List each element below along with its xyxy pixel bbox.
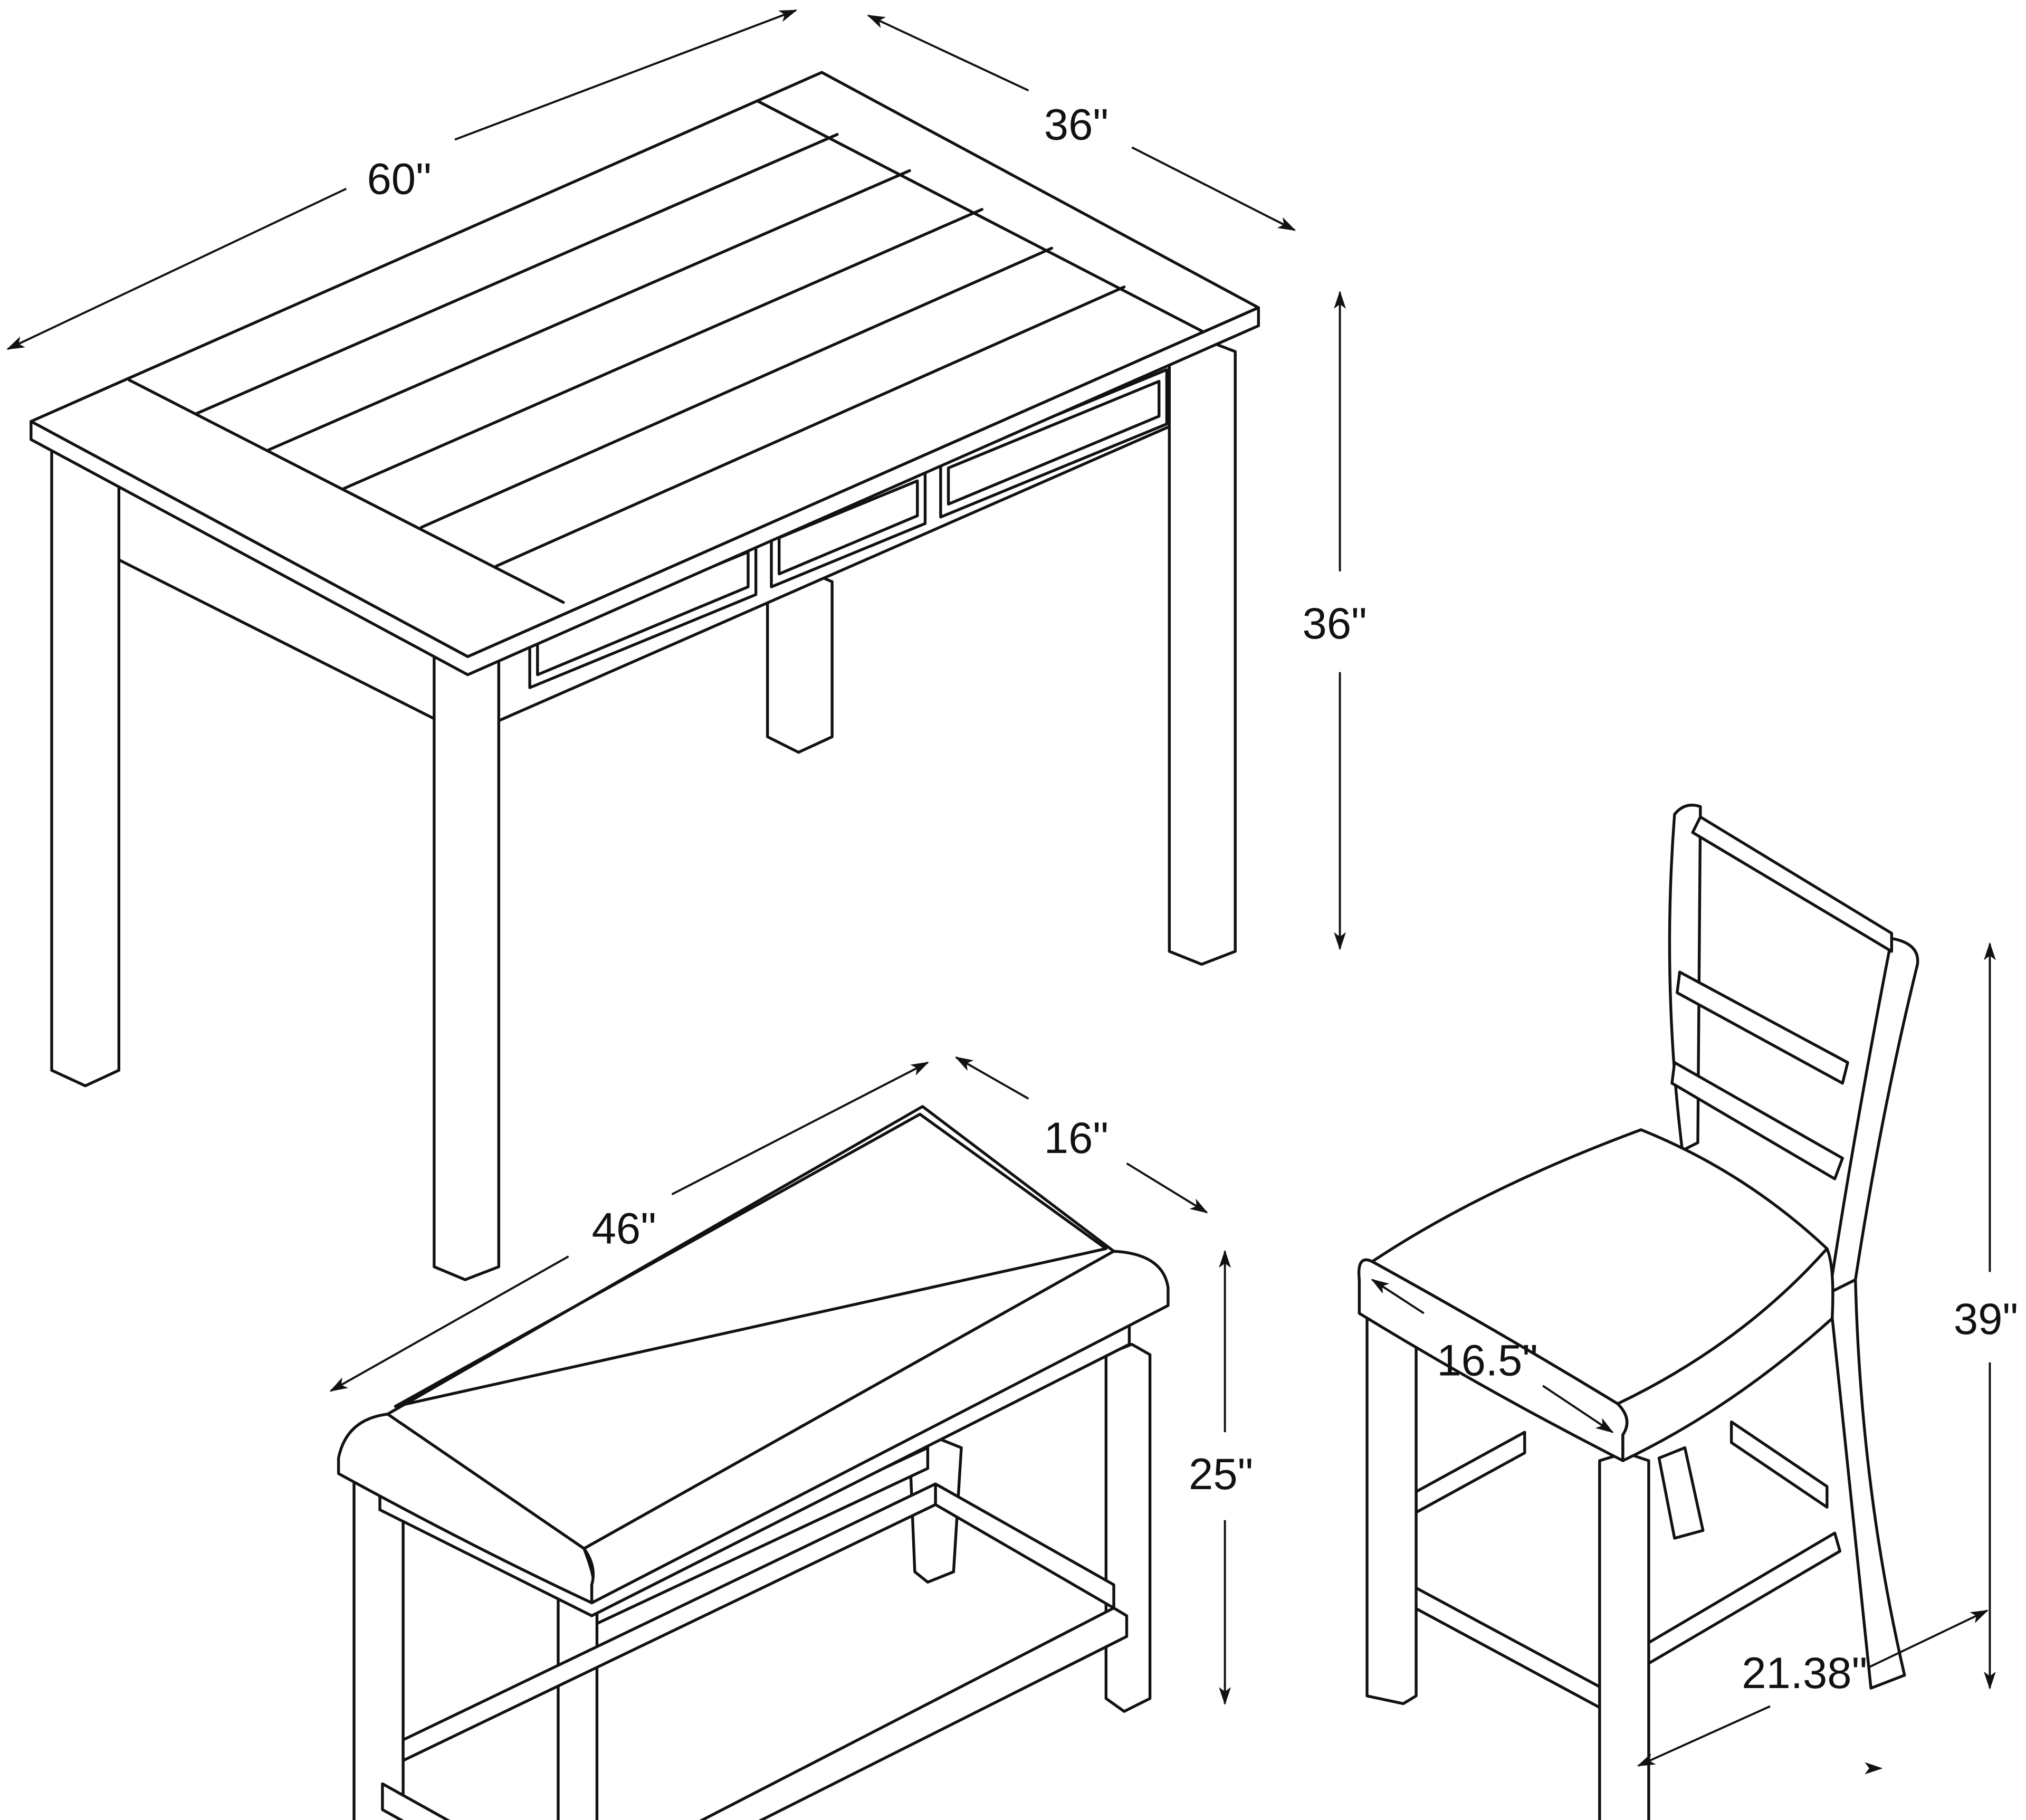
table-plank-line-2: [267, 169, 911, 452]
chair-leg-front-left: [1365, 1283, 1418, 1705]
chair-back-post-right: [1828, 937, 1919, 1294]
bench-lower-stretcher-front: [699, 1606, 1129, 1820]
table-plank-line-3: [342, 208, 983, 490]
bench-leg-back-right: [1104, 1342, 1152, 1713]
table-height-label: 36": [1303, 599, 1367, 648]
table-drawing: [30, 71, 1260, 1281]
table-plank-line-4: [419, 246, 1054, 529]
bench-height-dimension: 25": [1189, 1250, 1253, 1705]
chair-back-slat-middle: [1676, 970, 1849, 1085]
bench-length-dimension: 46": [329, 1061, 929, 1392]
table-width-dimension: 36": [867, 14, 1296, 231]
drawer-panel-2-inner: [778, 479, 919, 576]
chair-back-leg-left: [1657, 1446, 1705, 1540]
chair-drawing: [1357, 804, 1919, 1820]
chair-back-slat-lower: [1670, 1061, 1844, 1180]
table-width-label: 36": [1044, 100, 1108, 149]
chair-depth-label: 21.38": [1742, 1649, 1867, 1698]
chair-stretcher-side-right: [1729, 1420, 1829, 1509]
bench-width-label: 16": [1044, 1113, 1108, 1162]
drawer-panel-3-inner: [947, 379, 1161, 506]
table-length-label: 60": [367, 154, 432, 203]
chair-height-dimension: 39": [1954, 942, 2018, 1690]
chair-seat-side: [1616, 1247, 1834, 1462]
bench-height-label: 25": [1189, 1450, 1253, 1499]
chair-seat-width-dimension: 16.5": [1371, 1279, 1614, 1433]
bench-width-dimension: 16": [954, 1056, 1208, 1214]
bench-side-stretcher-right: [934, 1482, 1115, 1609]
table-leg-front-left: [50, 438, 121, 1088]
chair-back-leg-right: [1828, 1278, 1906, 1690]
table-plank-line-1: [195, 133, 839, 415]
bench-length-label: 46": [592, 1204, 656, 1253]
bench-seat-inset: [394, 1112, 1108, 1408]
bench-seat-cushion-right: [582, 1250, 1170, 1605]
chair-stretcher-back: [1645, 1531, 1842, 1666]
chair-stretcher-front: [1399, 1578, 1604, 1711]
table-length-dimension: 60": [6, 9, 798, 350]
table-breadboard-left: [128, 378, 565, 604]
table-height-dimension: 36": [1303, 290, 1367, 950]
bench-lower-stretcher-back: [402, 1482, 937, 1762]
table-breadboard-right: [756, 99, 1203, 332]
chair-back-top-rail: [1691, 815, 1893, 953]
chair-seat-width-label: 16.5": [1437, 1336, 1538, 1385]
bench-lower-stretcher-left: [381, 1782, 451, 1820]
bench-drawing: [337, 1105, 1170, 1820]
table-leg-back-right: [1168, 337, 1237, 966]
chair-stretcher-side-left: [1415, 1431, 1526, 1514]
chair-depth-dimension: 21.38": [1637, 1609, 1989, 1767]
table-top-edge: [30, 306, 1260, 676]
table-leg-front-right: [433, 632, 501, 1281]
chair-height-label: 39": [1954, 1294, 2018, 1343]
table-plank-line-5: [494, 285, 1126, 568]
